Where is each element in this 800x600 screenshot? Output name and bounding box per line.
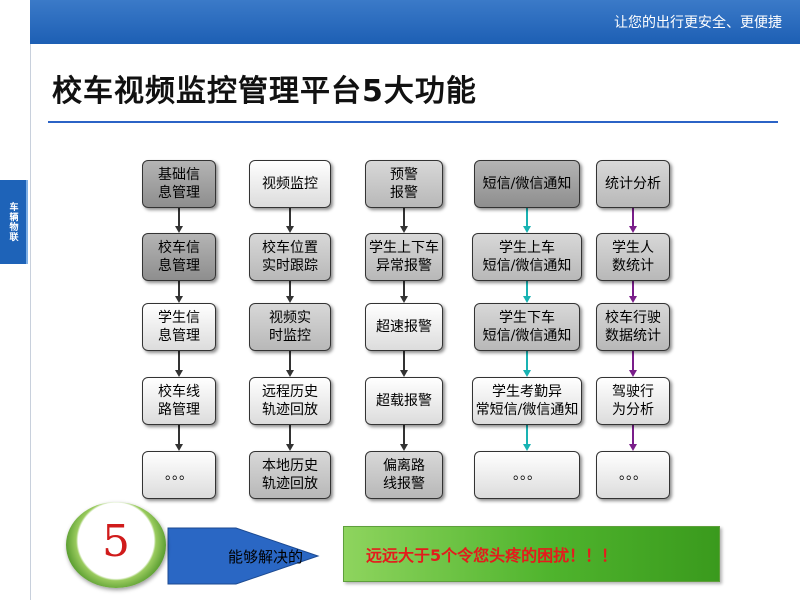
node-col2-row1: 视频监控	[249, 160, 331, 208]
node-col5-row5: 。。。	[596, 451, 670, 499]
node-col2-row2: 校车位置 实时跟踪	[249, 233, 331, 281]
node-col3-row5: 偏离路 线报警	[365, 451, 443, 499]
answer-text: 远远大于5个令您头疼的困扰！！！	[366, 546, 618, 565]
arrowhead-col1-3	[175, 370, 183, 377]
node-col5-row3: 校车行驶 数据统计	[596, 303, 670, 351]
node-col3-row2: 学生上下车 异常报警	[365, 233, 443, 281]
solve-arrow-shape	[167, 527, 320, 585]
arrowhead-col1-1	[175, 226, 183, 233]
node-col1-row5: 。。。	[142, 451, 216, 499]
header-tagline: 让您的出行更安全、更便捷	[614, 15, 782, 31]
badge-number: 5	[102, 516, 130, 567]
arrowhead-col3-3	[400, 370, 408, 377]
page-title: 校车视频监控管理平台5大功能	[52, 74, 477, 109]
arrowhead-col4-4	[523, 444, 531, 451]
node-col1-row4: 校车线 路管理	[142, 377, 216, 425]
header-bar: 让您的出行更安全、更便捷	[30, 0, 800, 44]
solve-label: 能够解决的	[228, 548, 304, 566]
node-col1-row3: 学生信 息管理	[142, 303, 216, 351]
number-badge: 5	[66, 502, 166, 588]
node-col2-row5: 本地历史 轨迹回放	[249, 451, 331, 499]
answer-banner: 远远大于5个令您头疼的困扰！！！	[343, 526, 720, 582]
node-col5-row2: 学生人 数统计	[596, 233, 670, 281]
arrowhead-col5-4	[629, 444, 637, 451]
node-col4-row1: 短信/微信通知	[474, 160, 580, 208]
arrowhead-col2-3	[286, 370, 294, 377]
node-col3-row1: 预警 报警	[365, 160, 443, 208]
arrowhead-col2-1	[286, 226, 294, 233]
arrowhead-col2-4	[286, 444, 294, 451]
node-col3-row3: 超速报警	[365, 303, 443, 351]
arrowhead-col5-1	[629, 226, 637, 233]
node-col1-row1: 基础信 息管理	[142, 160, 216, 208]
node-col4-row3: 学生下车 短信/微信通知	[474, 303, 580, 351]
node-col2-row3: 视频实 时监控	[249, 303, 331, 351]
arrowhead-col1-4	[175, 444, 183, 451]
node-col5-row4: 驾驶行 为分析	[596, 377, 670, 425]
node-col2-row4: 远程历史 轨迹回放	[249, 377, 331, 425]
arrowhead-col1-2	[175, 296, 183, 303]
arrowhead-col5-3	[629, 370, 637, 377]
arrowhead-col4-1	[523, 226, 531, 233]
node-col4-row4: 学生考勤异 常短信/微信通知	[472, 377, 582, 425]
node-col3-row4: 超载报警	[365, 377, 443, 425]
node-col4-row5: 。。。	[474, 451, 580, 499]
node-col1-row2: 校车信 息管理	[142, 233, 216, 281]
node-col4-row2: 学生上车 短信/微信通知	[472, 233, 582, 281]
side-tab[interactable]: 车辆物联	[0, 180, 28, 264]
arrowhead-col2-2	[286, 296, 294, 303]
arrowhead-col5-2	[629, 296, 637, 303]
left-divider	[30, 44, 31, 600]
arrowhead-col3-4	[400, 444, 408, 451]
arrowhead-col3-1	[400, 226, 408, 233]
node-col5-row1: 统计分析	[596, 160, 670, 208]
title-underline	[48, 121, 778, 123]
arrowhead-col4-2	[523, 296, 531, 303]
arrowhead-col3-2	[400, 296, 408, 303]
arrowhead-col4-3	[523, 370, 531, 377]
